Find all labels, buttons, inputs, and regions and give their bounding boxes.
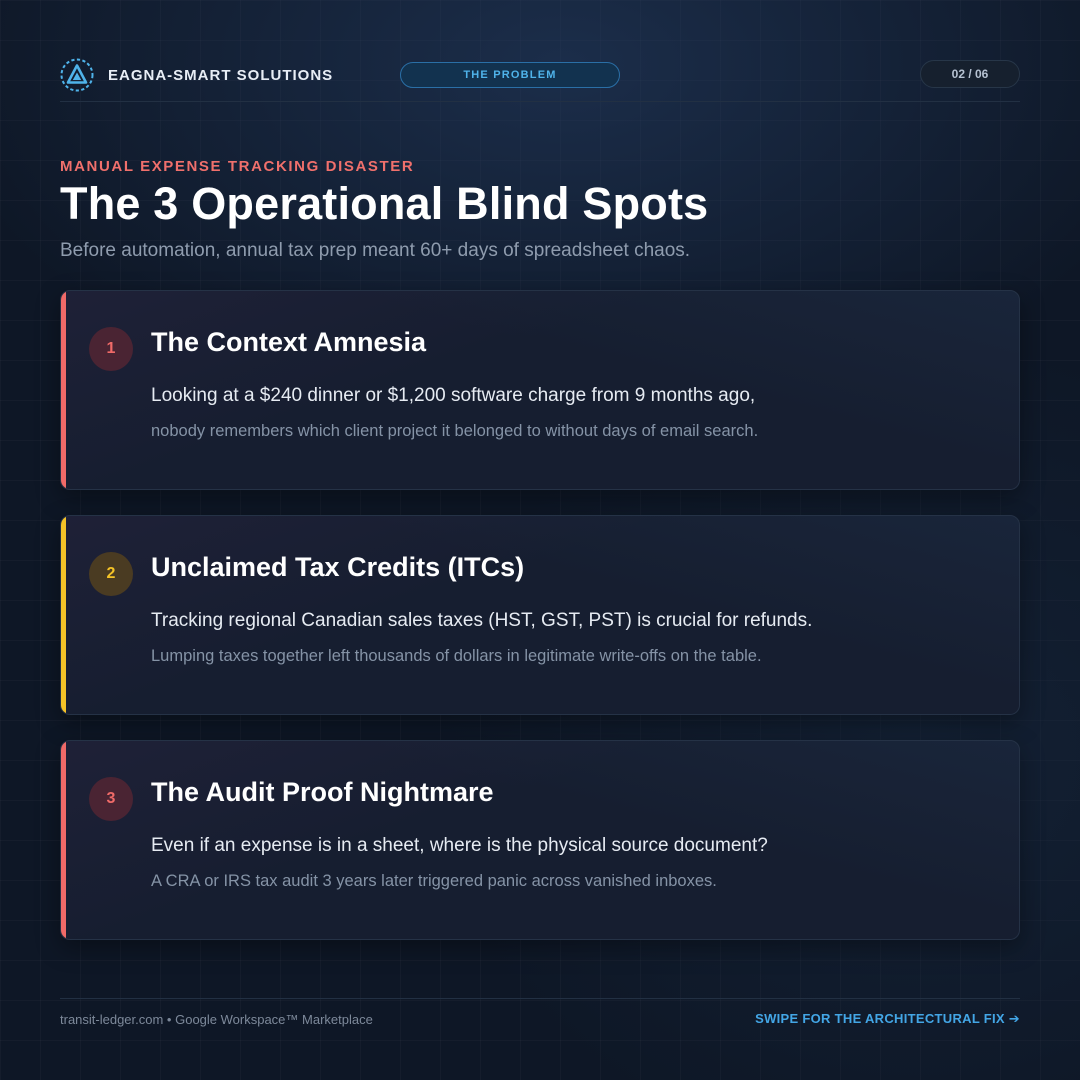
card-detail-text: A CRA or IRS tax audit 3 years later tri…	[151, 872, 717, 890]
card-accent-bar	[61, 291, 66, 489]
card-title: Unclaimed Tax Credits (ITCs)	[151, 552, 525, 582]
page-title: The 3 Operational Blind Spots	[60, 178, 709, 229]
card-lead-text: Even if an expense is in a sheet, where …	[151, 835, 768, 856]
card-accent-bar	[61, 741, 66, 939]
page-counter: 02 / 06	[920, 60, 1020, 88]
card-title: The Audit Proof Nightmare	[151, 777, 494, 807]
blind-spot-card: 3 The Audit Proof Nightmare Even if an e…	[60, 740, 1020, 940]
header-divider	[60, 101, 1020, 102]
footer-source: transit-ledger.com • Google Workspace™ M…	[60, 1012, 373, 1027]
card-detail-text: Lumping taxes together left thousands of…	[151, 647, 762, 665]
card-lead-text: Looking at a $240 dinner or $1,200 softw…	[151, 385, 756, 406]
card-title: The Context Amnesia	[151, 327, 427, 357]
brand-logo-icon	[60, 58, 94, 91]
brand-name: EAGNA-SMART SOLUTIONS	[108, 66, 334, 84]
card-number-badge: 2	[89, 552, 133, 596]
section-pill: THE PROBLEM	[400, 62, 620, 88]
footer-divider	[60, 998, 1020, 999]
card-number-badge: 3	[89, 777, 133, 821]
brand: EAGNA-SMART SOLUTIONS	[60, 58, 334, 91]
card-detail-text: nobody remembers which client project it…	[151, 422, 759, 440]
swipe-cta-link[interactable]: SWIPE FOR THE ARCHITECTURAL FIX ➔	[755, 1011, 1020, 1026]
card-accent-bar	[61, 516, 66, 714]
blind-spot-card: 2 Unclaimed Tax Credits (ITCs) Tracking …	[60, 515, 1020, 715]
blind-spot-card: 1 The Context Amnesia Looking at a $240 …	[60, 290, 1020, 490]
card-number-badge: 1	[89, 327, 133, 371]
slide: EAGNA-SMART SOLUTIONS THE PROBLEM 02 / 0…	[60, 0, 1020, 1080]
page-subtitle: Before automation, annual tax prep meant…	[60, 240, 691, 261]
eyebrow: MANUAL EXPENSE TRACKING DISASTER	[60, 158, 415, 175]
card-lead-text: Tracking regional Canadian sales taxes (…	[151, 610, 813, 631]
header: EAGNA-SMART SOLUTIONS THE PROBLEM 02 / 0…	[60, 58, 1020, 91]
